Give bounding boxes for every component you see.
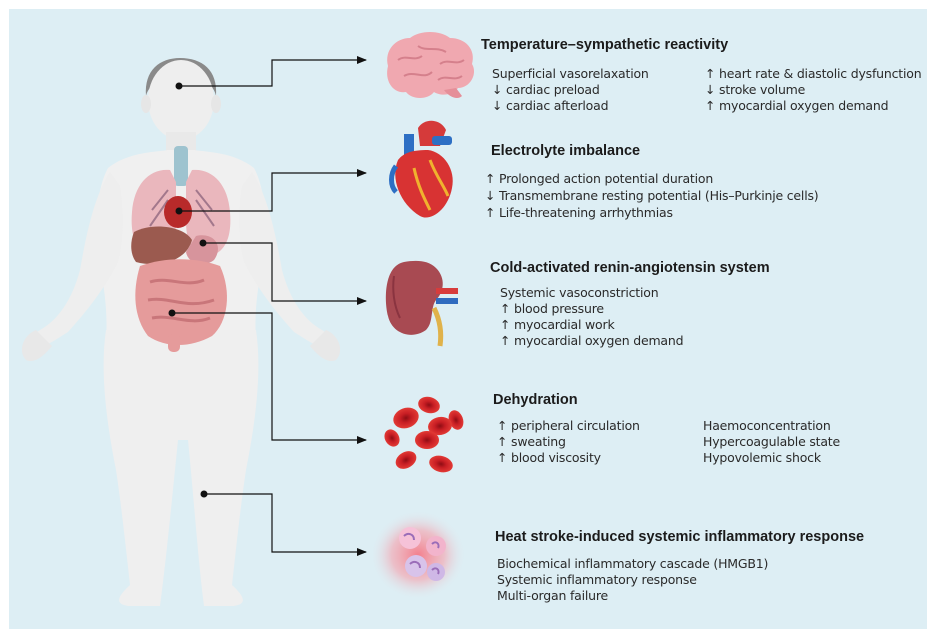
section-title-renin: Cold-activated renin-angiotensin system [490, 260, 770, 276]
electrolyte-line-3: ↑ Life-threatening arrhythmias [485, 205, 673, 220]
red-blood-cells-icon [384, 396, 464, 473]
temperature-right-line-2: ↓ stroke volume [705, 82, 806, 97]
dehydration-right-line-3: Hypovolemic shock [703, 450, 821, 465]
connector-blood [172, 312, 367, 444]
connector-brain [179, 56, 367, 87]
section-title-heatstroke: Heat stroke-induced systemic inflammator… [495, 529, 865, 545]
renin-line-4: ↑ myocardial oxygen demand [500, 333, 684, 348]
temperature-left-line-2: ↓ cardiac preload [492, 82, 600, 97]
connector-dot-brain [175, 82, 183, 90]
heatstroke-line-3: Multi-organ failure [497, 588, 609, 603]
dehydration-right-line-2: Hypercoagulable state [703, 434, 840, 449]
brain-icon [387, 32, 475, 98]
electrolyte-line-1: ↑ Prolonged action potential duration [485, 171, 714, 186]
heatstroke-line-2: Systemic inflammatory response [497, 572, 697, 587]
connector-heart [179, 169, 367, 212]
electrolyte-line-2: ↓ Transmembrane resting potential (His–P… [485, 188, 819, 203]
renin-line-3: ↑ myocardial work [500, 317, 615, 332]
section-title-temperature: Temperature–sympathetic reactivity [481, 37, 729, 53]
temperature-right-line-3: ↑ myocardial oxygen demand [705, 98, 889, 113]
temperature-left-line-3: ↓ cardiac afterload [492, 98, 609, 113]
connector-dot-kidney [199, 239, 207, 247]
temperature-left-line-1: Superficial vasorelaxation [492, 66, 649, 81]
dehydration-left-line-3: ↑ blood viscosity [497, 450, 601, 465]
connector-kidney [203, 242, 367, 305]
inflammation-cells-icon [370, 510, 466, 600]
heart-icon [389, 120, 453, 218]
kidney-icon [385, 260, 458, 347]
heatstroke-line-1: Biochemical inflammatory cascade (HMGB1) [497, 556, 769, 571]
renin-line-1: Systemic vasoconstriction [500, 285, 659, 300]
dehydration-left-line-2: ↑ sweating [497, 434, 566, 449]
dehydration-left-line-1: ↑ peripheral circulation [497, 418, 640, 433]
connector-dot-heart [175, 207, 183, 215]
connector-dot-inflammation [200, 490, 208, 498]
section-title-dehydration: Dehydration [493, 392, 578, 408]
section-title-electrolyte: Electrolyte imbalance [491, 143, 641, 159]
renin-line-2: ↑ blood pressure [500, 301, 604, 316]
connector-lines [172, 56, 367, 556]
temperature-right-line-1: ↑ heart rate & diastolic dysfunction [705, 66, 922, 81]
connector-dot-blood [168, 309, 176, 317]
connector-inflammation [204, 493, 367, 556]
body-icon [21, 58, 341, 606]
dehydration-right-line-1: Haemoconcentration [703, 418, 831, 433]
